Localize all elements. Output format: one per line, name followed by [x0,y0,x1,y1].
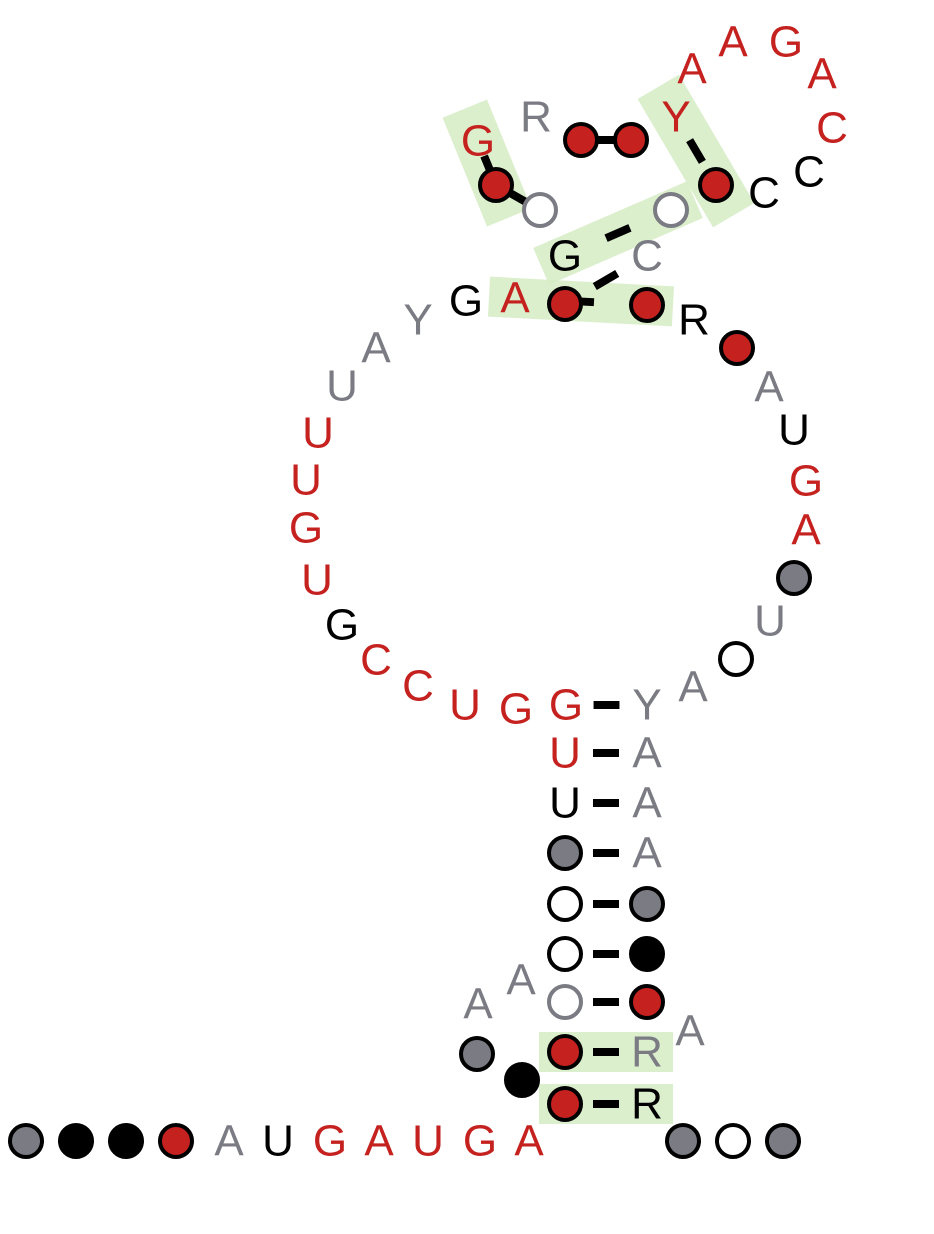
nucleotide-open-circle [547,936,583,972]
base-pair-bond [508,190,528,205]
nucleotide-letter: A [632,829,662,878]
nucleotide-letter: A [677,45,707,94]
nucleotide-letter: C [360,636,392,685]
nucleotide-filled-circle [698,167,734,203]
nucleotide-letter: G [313,1117,347,1166]
nucleotide-letter: A [500,274,530,323]
nucleotide-letter: A [364,1117,394,1166]
nucleotide-open-circle [718,641,754,677]
nucleotide-filled-circle [776,560,812,596]
nucleotide-letter: C [793,148,825,197]
nucleotide-letter: G [499,685,533,734]
nucleotide-letter: G [461,117,495,166]
base-pair-bond [592,269,620,291]
nucleotide-open-circle [547,886,583,922]
nucleotide-letter: A [506,956,536,1005]
nucleotide-letter: U [290,456,322,505]
nucleotide-letter: A [463,980,493,1029]
nucleotide-letter: A [807,50,837,99]
nucleotide-letter: R [520,93,552,142]
base-pair-bonds [480,136,706,1108]
nucleotide-filled-circle [8,1123,44,1159]
nucleotide-letter: A [678,663,708,712]
nucleotide-open-circle [653,192,689,228]
nucleotide-letter: A [718,18,748,67]
nucleotide-letter: A [632,779,662,828]
base-pair-bond [604,224,632,242]
base-pair-bond [686,138,706,164]
nucleotide-letter: R [678,296,710,345]
nucleotide-filled-circle [158,1123,194,1159]
nucleotide-letter: A [632,729,662,778]
nucleotide-letter: A [754,363,784,412]
nucleotide-filled-circle [547,286,583,322]
nucleotide-letter: U [412,1117,444,1166]
nucleotide-letter: C [402,662,434,711]
nucleotide-letter: G [449,277,483,326]
nucleotide-letter: R [631,1080,663,1129]
nucleotide-letter: G [789,457,823,506]
nucleotide-filled-circle [665,1123,701,1159]
nucleotide-filled-circle [547,835,583,871]
nucleotide-filled-circle [719,330,755,366]
nucleotide-filled-circle [629,984,665,1020]
nucleotide-filled-circle [504,1062,540,1098]
nucleotide-filled-circle [459,1036,495,1072]
nucleotide-filled-circle [478,167,514,203]
nucleotide-letter: C [631,232,663,281]
nucleotide-letter: U [754,597,786,646]
nucleotide-letter: G [549,681,583,730]
nucleotide-letter: G [463,1117,497,1166]
nucleotide-letter: G [769,18,803,67]
nucleotide-letter: Y [661,93,690,142]
nucleotide-letter: G [289,504,323,553]
nucleotide-open-circle [715,1123,751,1159]
nucleotide-filled-circle [613,122,649,158]
nucleotide-filled-circle [765,1123,801,1159]
nucleotide-letter: U [262,1117,294,1166]
nucleotide-letter: C [748,169,780,218]
nucleotide-letter: C [816,104,848,153]
nucleotide-letter: A [791,506,821,555]
nucleotide-open-circle [522,192,558,228]
nucleotide-open-circle [547,984,583,1020]
nucleotide-letter: U [302,409,334,458]
nucleotide-filled-circle [629,936,665,972]
nucleotide-letter: A [514,1117,544,1166]
nucleotide-filled-circle [547,1086,583,1122]
nucleotide-filled-circle [563,122,599,158]
nucleotide-letter: A [361,324,391,373]
nucleotide-letter: A [675,1007,705,1056]
nucleotide-letter: R [631,1028,663,1077]
nucleotide-filled-circle [547,1034,583,1070]
nucleotide-letter: U [778,406,810,455]
conserved-pair-highlights [442,74,755,1124]
base-pair-bond [480,154,494,172]
nucleotide-letter: U [326,362,358,411]
nucleotide-letter: U [549,729,581,778]
nucleotide-letter: G [548,232,582,281]
nucleotide-filled-circle [58,1123,94,1159]
nucleotide-letter: Y [632,681,661,730]
nucleotide-filled-circle [108,1123,144,1159]
nucleotide-letter: U [301,556,333,605]
nucleotide-letter: G [325,601,359,650]
nucleotide-letter: U [449,681,481,730]
nucleotide-filled-circle [629,886,665,922]
nucleotide-letter: A [214,1117,244,1166]
nucleotide-letter: U [549,779,581,828]
nucleotide-filled-circle [629,287,665,323]
nucleotide-letter: Y [403,296,432,345]
